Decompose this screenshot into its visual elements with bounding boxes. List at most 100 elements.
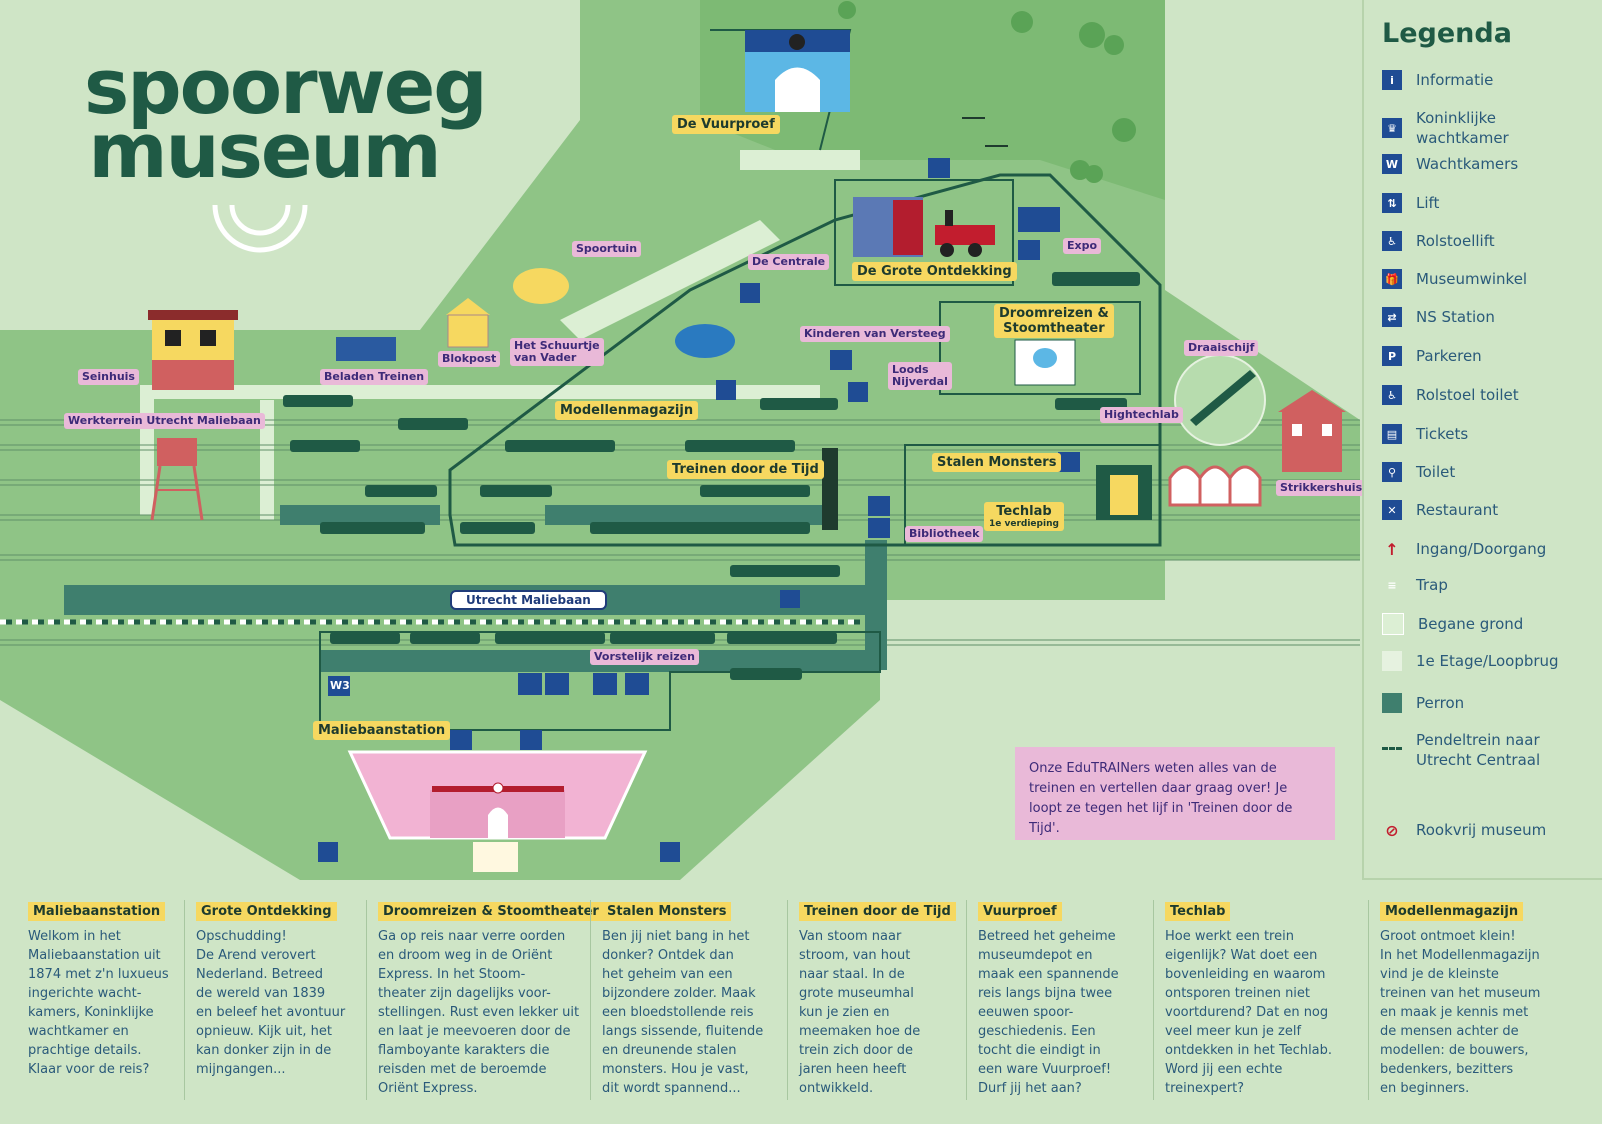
shop-icon: 🎁 <box>1382 269 1402 289</box>
column-divider <box>1153 900 1154 1100</box>
waiting-room-icon: W <box>1382 154 1402 174</box>
legend-item: ≡Trap <box>1382 575 1448 595</box>
station-sign-utrecht-maliebaan[interactable]: Utrecht Maliebaan <box>450 590 607 610</box>
info-title: Treinen door de Tijd <box>799 902 956 921</box>
info-title: Vuurproef <box>978 902 1062 921</box>
legend-item: ⇄ NS Station <box>1382 307 1495 327</box>
info-text: Groot ontmoet klein! In het Modellenmaga… <box>1380 929 1541 1096</box>
info-text: Van stoom naar stroom, van hout naar sta… <box>799 929 921 1096</box>
legend-label: Museumwinkel <box>1416 270 1528 288</box>
legend-label: Begane grond <box>1418 615 1524 633</box>
label-bibliotheek[interactable]: Bibliotheek <box>905 526 984 542</box>
techlab-floor: 1e verdieping <box>989 519 1059 529</box>
vuurproef-building <box>745 30 850 112</box>
legend-item: ⚲Toilet <box>1382 462 1455 482</box>
legend-label: Pendeltrein naar Utrecht Centraal <box>1416 731 1541 769</box>
label-droomreizen[interactable]: Droomreizen & Stoomtheater <box>994 304 1114 338</box>
legend-label: Parkeren <box>1416 347 1482 365</box>
label-modellenmagazijn[interactable]: Modellenmagazijn <box>555 401 699 420</box>
info-title: Stalen Monsters <box>602 902 732 921</box>
label-strikkershuis[interactable]: Strikkershuis <box>1276 480 1367 496</box>
no-smoking-icon: ⊘ <box>1385 820 1399 840</box>
platform-swatch <box>1382 693 1402 713</box>
legend-item: P Parkeren <box>1382 346 1482 366</box>
label-stalen-monsters[interactable]: Stalen Monsters <box>932 453 1062 472</box>
map-canvas <box>0 0 1360 880</box>
info-text: Betreed het geheime museumdepot en maak … <box>978 929 1119 1096</box>
info-text: Hoe werkt een trein eigenlijk? Wat doet … <box>1165 929 1333 1096</box>
label-blokpost[interactable]: Blokpost <box>438 351 501 367</box>
column-divider <box>366 900 367 1100</box>
label-vorstelijk-reizen[interactable]: Vorstelijk reizen <box>590 649 699 665</box>
logo-smile-icon <box>212 204 308 253</box>
strikkershuis-building <box>1278 390 1346 472</box>
legend-item: ♛Koninklijke wachtkamer <box>1382 108 1509 148</box>
wheelchair-icon: ♿ <box>1382 231 1402 251</box>
w3-label: W3 <box>330 679 350 692</box>
label-treinen-door-de-tijd[interactable]: Treinen door de Tijd <box>667 460 824 479</box>
ground-floor-swatch <box>1382 613 1404 635</box>
info-text: Opschudding! De Arend verovert Nederland… <box>196 929 346 1077</box>
label-expo[interactable]: Expo <box>1063 238 1102 254</box>
tickets-icon: ▤ <box>1382 424 1402 444</box>
label-centrale[interactable]: De Centrale <box>748 254 830 270</box>
label-kinderen[interactable]: Kinderen van Versteeg <box>800 326 950 342</box>
roundhouse <box>1168 465 1262 507</box>
label-spoortuin[interactable]: Spoortuin <box>572 241 642 257</box>
legend-item: 1e Etage/Loopbrug <box>1382 651 1559 671</box>
ns-station-icon: ⇄ <box>1382 307 1402 327</box>
museum-hall-outline <box>448 173 1162 547</box>
label-maliebaanstation[interactable]: Maliebaanstation <box>313 721 451 740</box>
toilet-icon: ⚲ <box>1382 462 1402 482</box>
legend-label: NS Station <box>1416 308 1495 326</box>
parking-icon: P <box>1382 346 1402 366</box>
label-draaischijf[interactable]: Draaischijf <box>1184 340 1259 356</box>
column-divider <box>787 900 788 1100</box>
info-icon: i <box>1382 70 1402 90</box>
label-vuurproef[interactable]: De Vuurproef <box>672 115 780 134</box>
trees <box>838 1 1136 183</box>
info-title: Techlab <box>1165 902 1231 921</box>
label-beladen-treinen[interactable]: Beladen Treinen <box>320 369 429 385</box>
pond <box>675 324 735 358</box>
legend-label: Rolstoel toilet <box>1416 386 1519 404</box>
legend-item: 🎁 Museumwinkel <box>1382 269 1527 289</box>
legend-item: W Wachtkamers <box>1382 154 1518 174</box>
legend-label: Tickets <box>1416 425 1469 443</box>
legend-title: Legenda <box>1382 18 1512 49</box>
legend-label: Rolstoellift <box>1416 232 1495 250</box>
trains <box>283 272 1140 680</box>
steam-locomotive <box>935 210 995 257</box>
label-seinhuis[interactable]: Seinhuis <box>78 369 139 385</box>
label-schuurtje[interactable]: Het Schuurtje van Vader <box>510 338 604 366</box>
lift-icon: ⇅ <box>1382 193 1402 213</box>
column-divider <box>590 900 591 1100</box>
museum-map: spoorweg museum Seinhuis Beladen Treinen… <box>0 0 1367 880</box>
label-loods[interactable]: Loods Nijverdal <box>888 362 952 390</box>
label-hightechlab[interactable]: Hightechlab <box>1100 407 1183 423</box>
label-werkterrein[interactable]: Werkterrein Utrecht Maliebaan <box>64 413 265 429</box>
legend-item: ▤ Tickets <box>1382 424 1468 444</box>
column-divider <box>184 900 185 1100</box>
info-title: Modellenmagazijn <box>1380 902 1524 921</box>
title-line-2: museum <box>88 106 441 195</box>
museum-title: spoorweg museum <box>84 49 488 195</box>
legend-label: Rookvrij museum <box>1416 821 1547 839</box>
label-techlab[interactable]: Techlab 1e verdieping <box>984 502 1064 531</box>
legend-item: ♿Rolstoel toilet <box>1382 385 1519 405</box>
label-grote-ontdekking[interactable]: De Grote Ontdekking <box>852 262 1017 281</box>
water-tower <box>150 438 204 521</box>
legend-label: Wachtkamers <box>1416 155 1519 173</box>
legend-item: Begane grond <box>1382 613 1523 635</box>
legend-label: Trap <box>1416 576 1448 594</box>
